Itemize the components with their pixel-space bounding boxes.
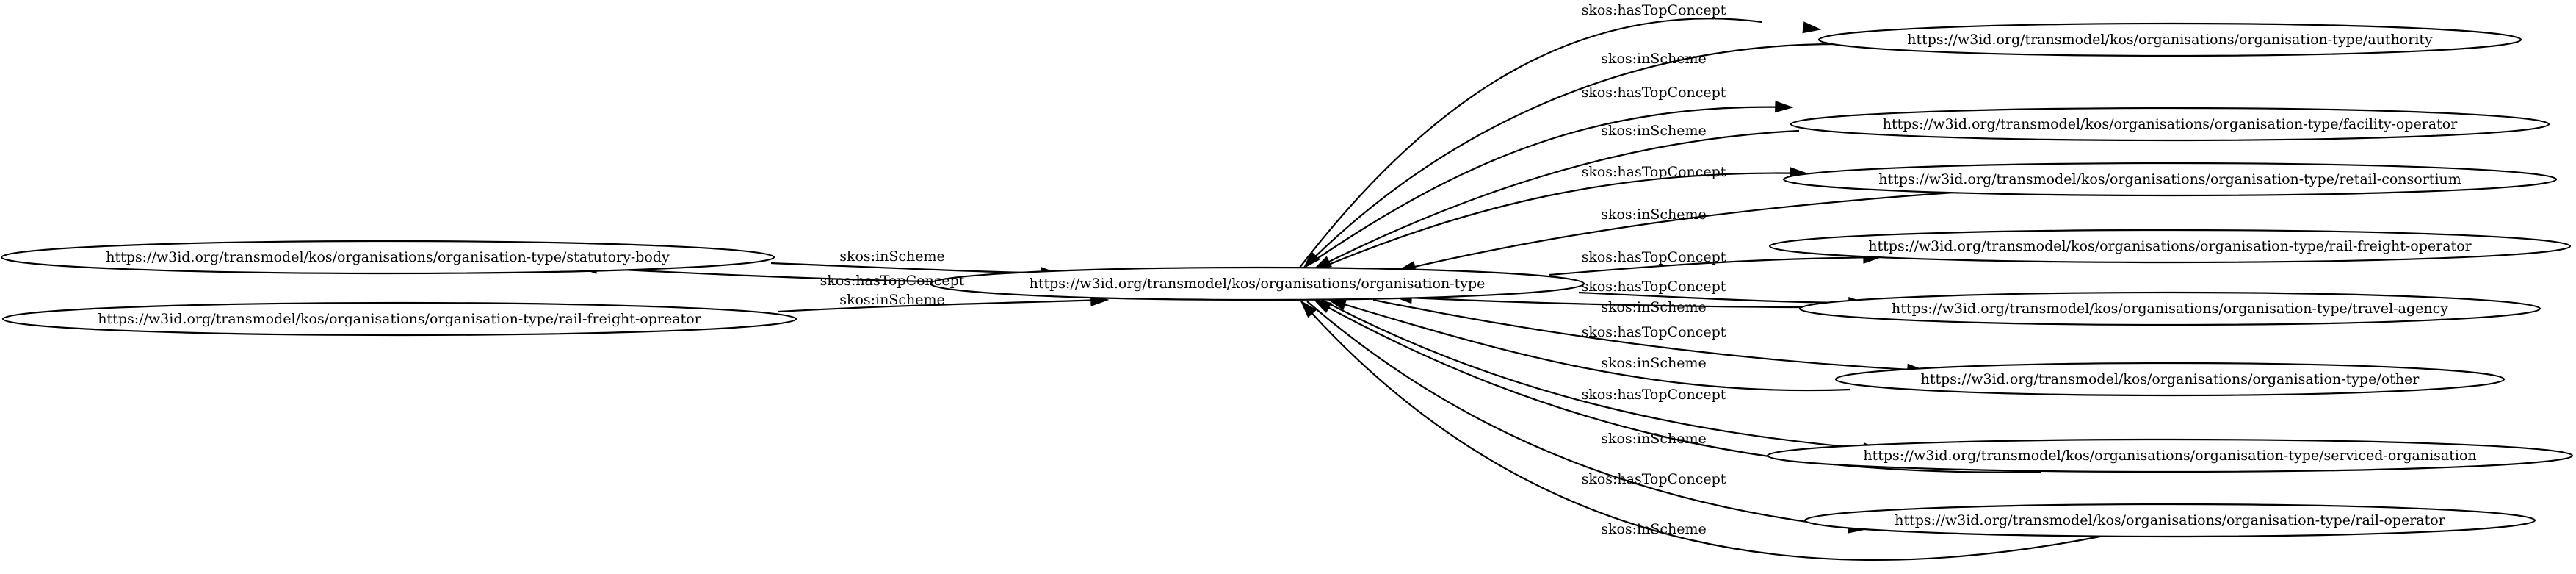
node-ellipse[interactable]: [1817, 22, 2522, 57]
node-center[interactable]: https://w3id.org/transmodel/kos/organisa…: [929, 266, 1585, 301]
node-ellipse[interactable]: [1834, 362, 2506, 397]
edge-line: [1328, 298, 1851, 392]
node-ellipse[interactable]: [1803, 503, 2536, 538]
edge-label: skos:hasTopConcept: [1582, 164, 1726, 180]
edge-line: [778, 298, 1108, 313]
edge-line: [1314, 172, 1807, 272]
edge-center-to-facility: [1303, 101, 1794, 268]
node-statutory[interactable]: https://w3id.org/transmodel/kos/organisa…: [0, 240, 775, 275]
node-ellipse[interactable]: [1782, 162, 2558, 197]
edge-label: skos:inScheme: [839, 248, 945, 265]
node-facility[interactable]: https://w3id.org/transmodel/kos/organisa…: [1790, 107, 2550, 142]
node-label: https://w3id.org/transmodel/kos/organisa…: [1863, 448, 2476, 464]
node-label: https://w3id.org/transmodel/kos/organisa…: [98, 311, 701, 327]
edge-label: skos:hasTopConcept: [1582, 85, 1726, 101]
edge-label: skos:inScheme: [1601, 521, 1707, 537]
node-serviced[interactable]: https://w3id.org/transmodel/kos/organisa…: [1766, 438, 2574, 473]
edge-line: [1300, 301, 2101, 562]
edge-label: skos:inScheme: [1601, 123, 1707, 139]
edge-label: skos:hasTopConcept: [1582, 471, 1726, 487]
node-travel[interactable]: https://w3id.org/transmodel/kos/organisa…: [1798, 291, 2541, 326]
edge-labels-layer: skos:inScheme skos:hasTopConcept skos:inSc…: [820, 2, 1726, 537]
edge-line: [1394, 295, 1807, 309]
node-ellipse[interactable]: [1768, 229, 2572, 264]
node-label: https://w3id.org/transmodel/kos/organisa…: [1895, 512, 2445, 528]
edge-label: skos:hasTopConcept: [820, 273, 965, 289]
edge-line: [1398, 191, 1954, 272]
edge-label: skos:inScheme: [839, 292, 945, 308]
node-ellipse[interactable]: [1, 301, 797, 337]
edge-label: skos:inScheme: [1601, 51, 1707, 67]
edge-line: [1303, 106, 1792, 268]
edge-label: skos:hasTopConcept: [1582, 387, 1726, 403]
edge-railop-to-center: [1300, 300, 2101, 562]
edge-line: [770, 262, 1058, 275]
edge-label: skos:inScheme: [1601, 299, 1707, 315]
edge-line: [1314, 129, 1800, 270]
arrowhead: [1802, 21, 1822, 34]
edges-layer: [578, 18, 2101, 562]
node-label: https://w3id.org/transmodel/kos/organisa…: [1921, 371, 2420, 387]
node-ellipse[interactable]: [1766, 438, 2574, 473]
edge-label: skos:hasTopConcept: [1582, 249, 1726, 265]
edge-label: skos:hasTopConcept: [1582, 279, 1726, 295]
node-authority[interactable]: https://w3id.org/transmodel/kos/organisa…: [1817, 22, 2522, 57]
node-label: https://w3id.org/transmodel/kos/organisa…: [1868, 238, 2472, 254]
arrowhead: [1303, 251, 1320, 269]
edge-line: [1306, 301, 1866, 531]
node-label: https://w3id.org/transmodel/kos/organisa…: [1892, 301, 2448, 317]
node-opreator[interactable]: https://w3id.org/transmodel/kos/organisa…: [1, 301, 797, 337]
edge-center-to-authority: [1299, 18, 1822, 268]
node-ellipse[interactable]: [929, 266, 1585, 301]
node-label: https://w3id.org/transmodel/kos/organisa…: [1878, 171, 2461, 187]
edge-line: [1372, 298, 1925, 372]
node-retail[interactable]: https://w3id.org/transmodel/kos/organisa…: [1782, 162, 2558, 197]
edge-authority-to-center: [1303, 43, 1837, 269]
edge-center-to-retail: [1314, 167, 1809, 272]
arrowhead: [1312, 298, 1332, 314]
arrowhead: [1774, 101, 1794, 113]
edge-line: [1321, 299, 1881, 451]
edge-label: skos:inScheme: [1601, 207, 1707, 223]
edge-label: skos:hasTopConcept: [1582, 2, 1726, 18]
node-railop[interactable]: https://w3id.org/transmodel/kos/organisa…: [1803, 503, 2536, 538]
edge-label: skos:inScheme: [1601, 431, 1707, 447]
node-label: https://w3id.org/transmodel/kos/organisa…: [1907, 32, 2433, 48]
edge-facility-to-center: [1312, 129, 1800, 270]
edge-line: [1299, 18, 1763, 268]
nodes-layer: https://w3id.org/transmodel/kos/organisa…: [0, 22, 2574, 538]
node-label: https://w3id.org/transmodel/kos/organisa…: [106, 249, 670, 265]
edge-line: [1549, 256, 1881, 276]
edge-label: skos:inScheme: [1601, 355, 1707, 371]
edge-line: [1303, 43, 1837, 268]
edge-line: [1314, 299, 2042, 473]
node-ellipse[interactable]: [1798, 291, 2541, 326]
edge-other-to-center: [1327, 298, 1851, 392]
edge-serviced-to-center: [1312, 298, 2042, 473]
node-ellipse[interactable]: [1790, 107, 2550, 142]
arrowhead: [1300, 300, 1317, 318]
node-other[interactable]: https://w3id.org/transmodel/kos/organisa…: [1834, 362, 2506, 397]
edge-label: skos:hasTopConcept: [1582, 324, 1726, 340]
node-ellipse[interactable]: [0, 240, 775, 275]
node-railfreight[interactable]: https://w3id.org/transmodel/kos/organisa…: [1768, 229, 2572, 264]
node-label: https://w3id.org/transmodel/kos/organisa…: [1883, 116, 2458, 132]
node-label: https://w3id.org/transmodel/kos/organisa…: [1030, 276, 1486, 292]
